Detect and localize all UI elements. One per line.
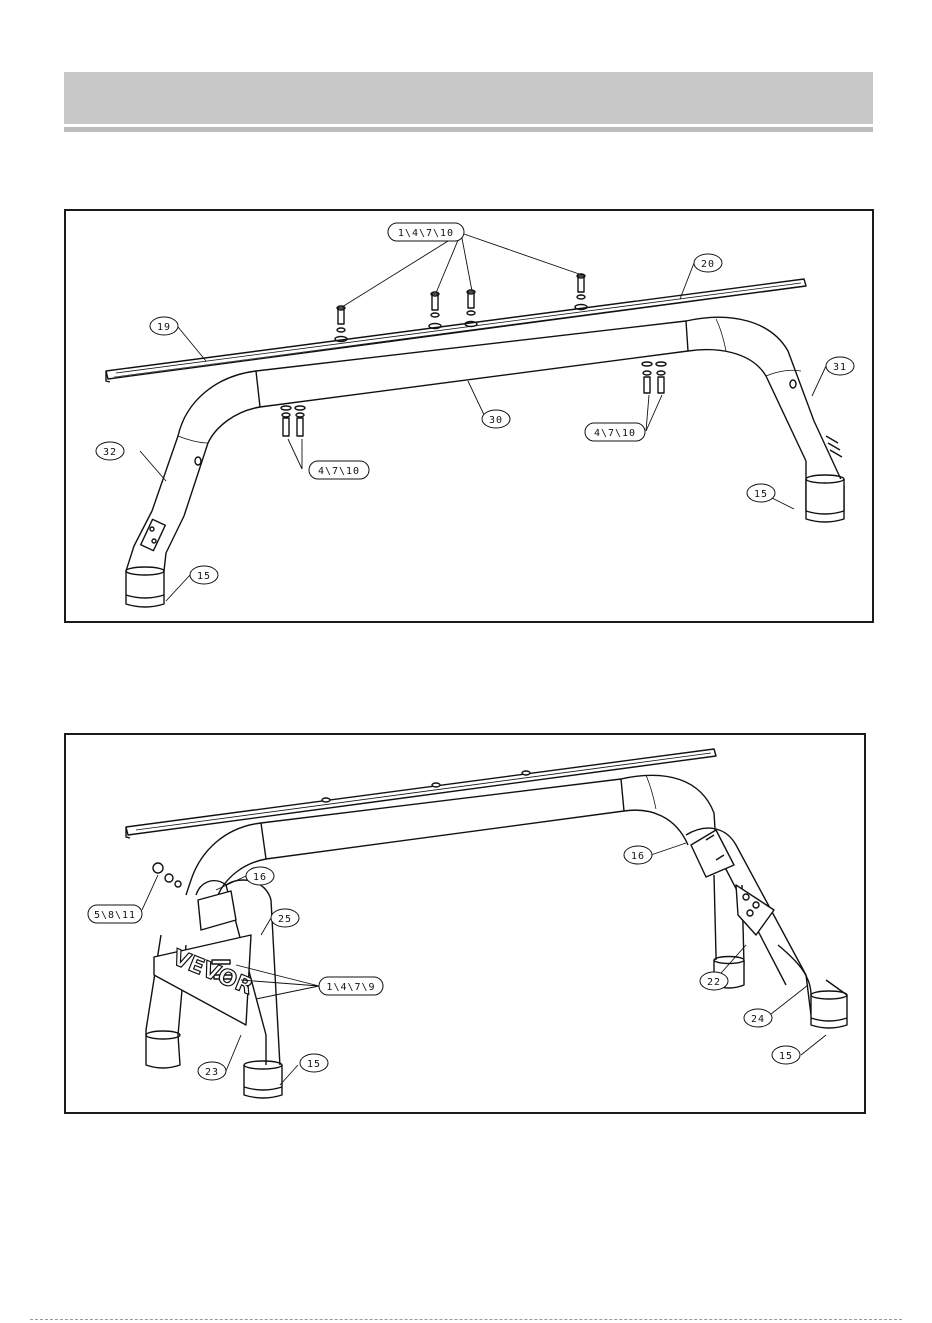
callout-rail-left: 19	[157, 322, 171, 333]
callout-cap-left: 15	[197, 571, 211, 582]
assembly-figure-1: 1\4\7\10 20 19 31 30 4\7\10 32 4\7\10 15…	[64, 209, 874, 623]
section-header-band	[64, 72, 873, 124]
callout-bolt-group: 1\4\7\9	[326, 982, 375, 993]
callout-bolt-nut: 5\8\11	[94, 910, 136, 921]
callout-rail-right: 20	[701, 259, 715, 270]
page-bottom-edge	[30, 1319, 902, 1320]
header-divider	[64, 127, 873, 132]
callout-cap-left: 15	[307, 1059, 321, 1070]
callout-crossbar: 30	[489, 415, 503, 426]
callout-bolt-group-top: 1\4\7\10	[398, 228, 454, 239]
callout-bolt-group-right: 4\7\10	[594, 428, 636, 439]
callout-cap-right: 15	[754, 489, 768, 500]
callout-leg-right: 31	[833, 362, 847, 373]
callout-leg-right: 24	[751, 1014, 765, 1025]
assembly-figure-2: VEVOR 5\8\11	[64, 733, 866, 1114]
callout-leg-left: 32	[103, 447, 117, 458]
assembly-drawing-2: VEVOR 5\8\11	[66, 735, 864, 1112]
callout-bolt-group-left: 4\7\10	[318, 466, 360, 477]
assembly-drawing-1: 1\4\7\10 20 19 31 30 4\7\10 32 4\7\10 15…	[66, 211, 872, 621]
callout-plate-right: 22	[707, 977, 721, 988]
callout-brace-right-top: 16	[631, 851, 645, 862]
callout-brace-left: 25	[278, 914, 292, 925]
callout-brace-left-top: 16	[253, 872, 267, 883]
callout-cap-right: 15	[779, 1051, 793, 1062]
callout-plate-left: 23	[205, 1067, 219, 1078]
